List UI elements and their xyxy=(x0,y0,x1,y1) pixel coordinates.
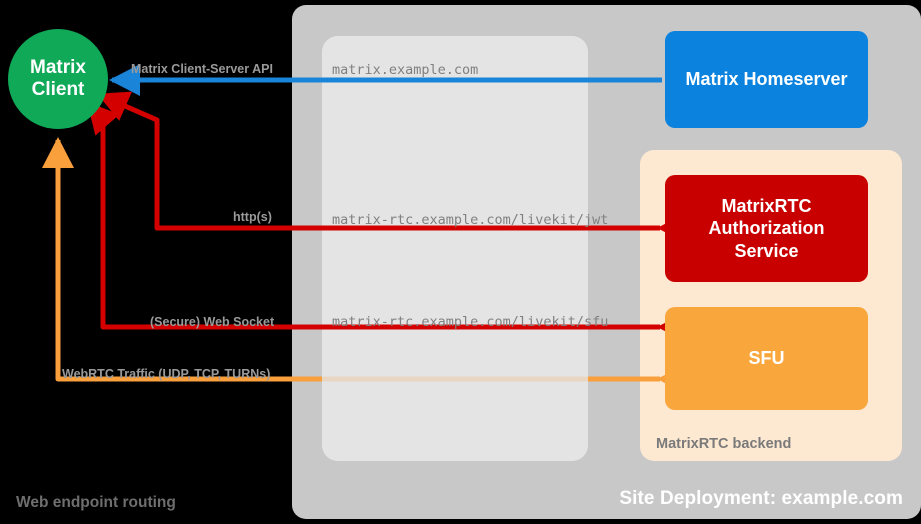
web-endpoint-routing-label: Web endpoint routing xyxy=(16,494,176,511)
connector-websocket xyxy=(87,101,688,343)
matrix-homeserver-label: Matrix Homeserver xyxy=(685,69,848,89)
auth-service-line2: Authorization xyxy=(708,218,825,239)
endpoint-url-matrix: matrix.example.com xyxy=(332,62,479,78)
connector-label-https: http(s) xyxy=(233,210,272,224)
connector-label-client-server-api: Matrix Client-Server API xyxy=(131,62,273,76)
web-endpoint-routing-overlay xyxy=(322,36,588,461)
endpoint-url-livekit-sfu: matrix-rtc.example.com/livekit/sfu xyxy=(332,314,609,330)
sfu-label: SFU xyxy=(748,348,785,368)
site-deployment-label: Site Deployment: example.com xyxy=(619,488,903,509)
matrix-client-line1: Matrix xyxy=(30,57,86,79)
node-matrix-client: Matrix Client xyxy=(8,29,108,129)
connector-label-websocket: (Secure) Web Socket xyxy=(150,315,275,329)
node-sfu: SFU xyxy=(665,307,868,410)
auth-service-line1: MatrixRTC xyxy=(721,195,812,216)
auth-service-line3: Service xyxy=(734,240,799,261)
endpoint-url-livekit-jwt: matrix-rtc.example.com/livekit/jwt xyxy=(332,212,609,228)
matrixrtc-backend-label: MatrixRTC backend xyxy=(656,436,792,452)
matrix-client-line2: Client xyxy=(31,79,85,100)
node-matrixrtc-authorization-service: MatrixRTC Authorization Service xyxy=(665,175,868,282)
connector-label-webrtc-traffic: WebRTC Traffic (UDP, TCP, TURNs) xyxy=(62,367,271,381)
node-matrix-homeserver: Matrix Homeserver xyxy=(665,31,868,128)
